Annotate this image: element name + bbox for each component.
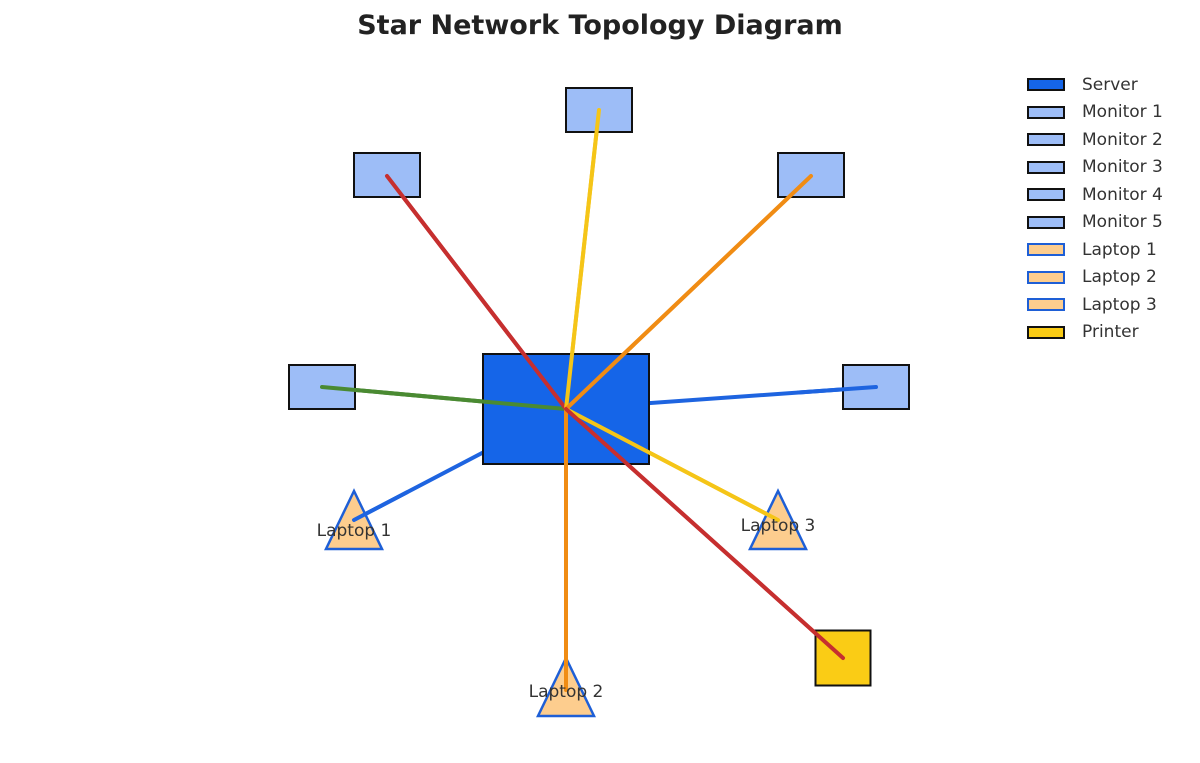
link-overlay-monitor5 <box>796 385 878 395</box>
legend-item-monitor4: Monitor 4 <box>1027 181 1163 209</box>
legend-label-monitor2: Monitor 2 <box>1082 129 1163 150</box>
legend-swatch-laptop2 <box>1027 270 1065 284</box>
legend-label-monitor3: Monitor 3 <box>1082 157 1163 178</box>
legend-label-laptop3: Laptop 3 <box>1082 294 1157 315</box>
links-over-layer <box>320 108 878 692</box>
legend-item-printer: Printer <box>1027 319 1163 347</box>
legend-swatch-monitor1 <box>1027 105 1065 119</box>
diagram-title: Star Network Topology Diagram <box>357 10 843 41</box>
laptop3-label: Laptop 3 <box>741 516 816 536</box>
legend-swatch-monitor2 <box>1027 133 1065 147</box>
legend-label-laptop2: Laptop 2 <box>1082 267 1157 288</box>
legend-item-laptop3: Laptop 3 <box>1027 291 1163 319</box>
legend-swatch-printer <box>1027 325 1065 339</box>
laptop1-label: Laptop 1 <box>317 521 392 541</box>
legend-label-monitor1: Monitor 1 <box>1082 102 1163 123</box>
link-overlay-monitor3 <box>564 108 601 411</box>
legend-swatch-server <box>1027 78 1065 92</box>
legend-item-monitor3: Monitor 3 <box>1027 154 1163 182</box>
legend-label-monitor5: Monitor 5 <box>1082 212 1163 233</box>
legend-swatch-laptop3 <box>1027 298 1065 312</box>
legend-item-monitor2: Monitor 2 <box>1027 126 1163 154</box>
link-overlay-laptop1 <box>352 490 409 522</box>
monitor2-node[interactable] <box>353 152 421 198</box>
legend-item-laptop2: Laptop 2 <box>1027 264 1163 292</box>
link-overlay-laptop3 <box>564 407 780 522</box>
legend-label-laptop1: Laptop 1 <box>1082 239 1157 260</box>
legend-swatch-monitor3 <box>1027 160 1065 174</box>
link-overlay-monitor2 <box>385 174 568 411</box>
legend-swatch-monitor5 <box>1027 215 1065 229</box>
legend-swatch-monitor4 <box>1027 188 1065 202</box>
nodes-layer: Laptop 1 Laptop 2 Laptop 3 <box>288 87 910 718</box>
legend-label-server: Server <box>1082 74 1138 95</box>
link-overlay-printer <box>564 407 845 660</box>
legend-item-monitor1: Monitor 1 <box>1027 99 1163 127</box>
legend-swatch-laptop1 <box>1027 243 1065 257</box>
legend-item-laptop1: Laptop 1 <box>1027 236 1163 264</box>
legend-item-monitor5: Monitor 5 <box>1027 209 1163 237</box>
legend-item-server: Server <box>1027 71 1163 99</box>
link-overlay-monitor4 <box>564 174 813 411</box>
laptop2-label: Laptop 2 <box>529 682 604 702</box>
legend-label-printer: Printer <box>1082 322 1139 343</box>
legend-label-monitor4: Monitor 4 <box>1082 184 1163 205</box>
link-overlay-monitor1 <box>320 385 568 411</box>
